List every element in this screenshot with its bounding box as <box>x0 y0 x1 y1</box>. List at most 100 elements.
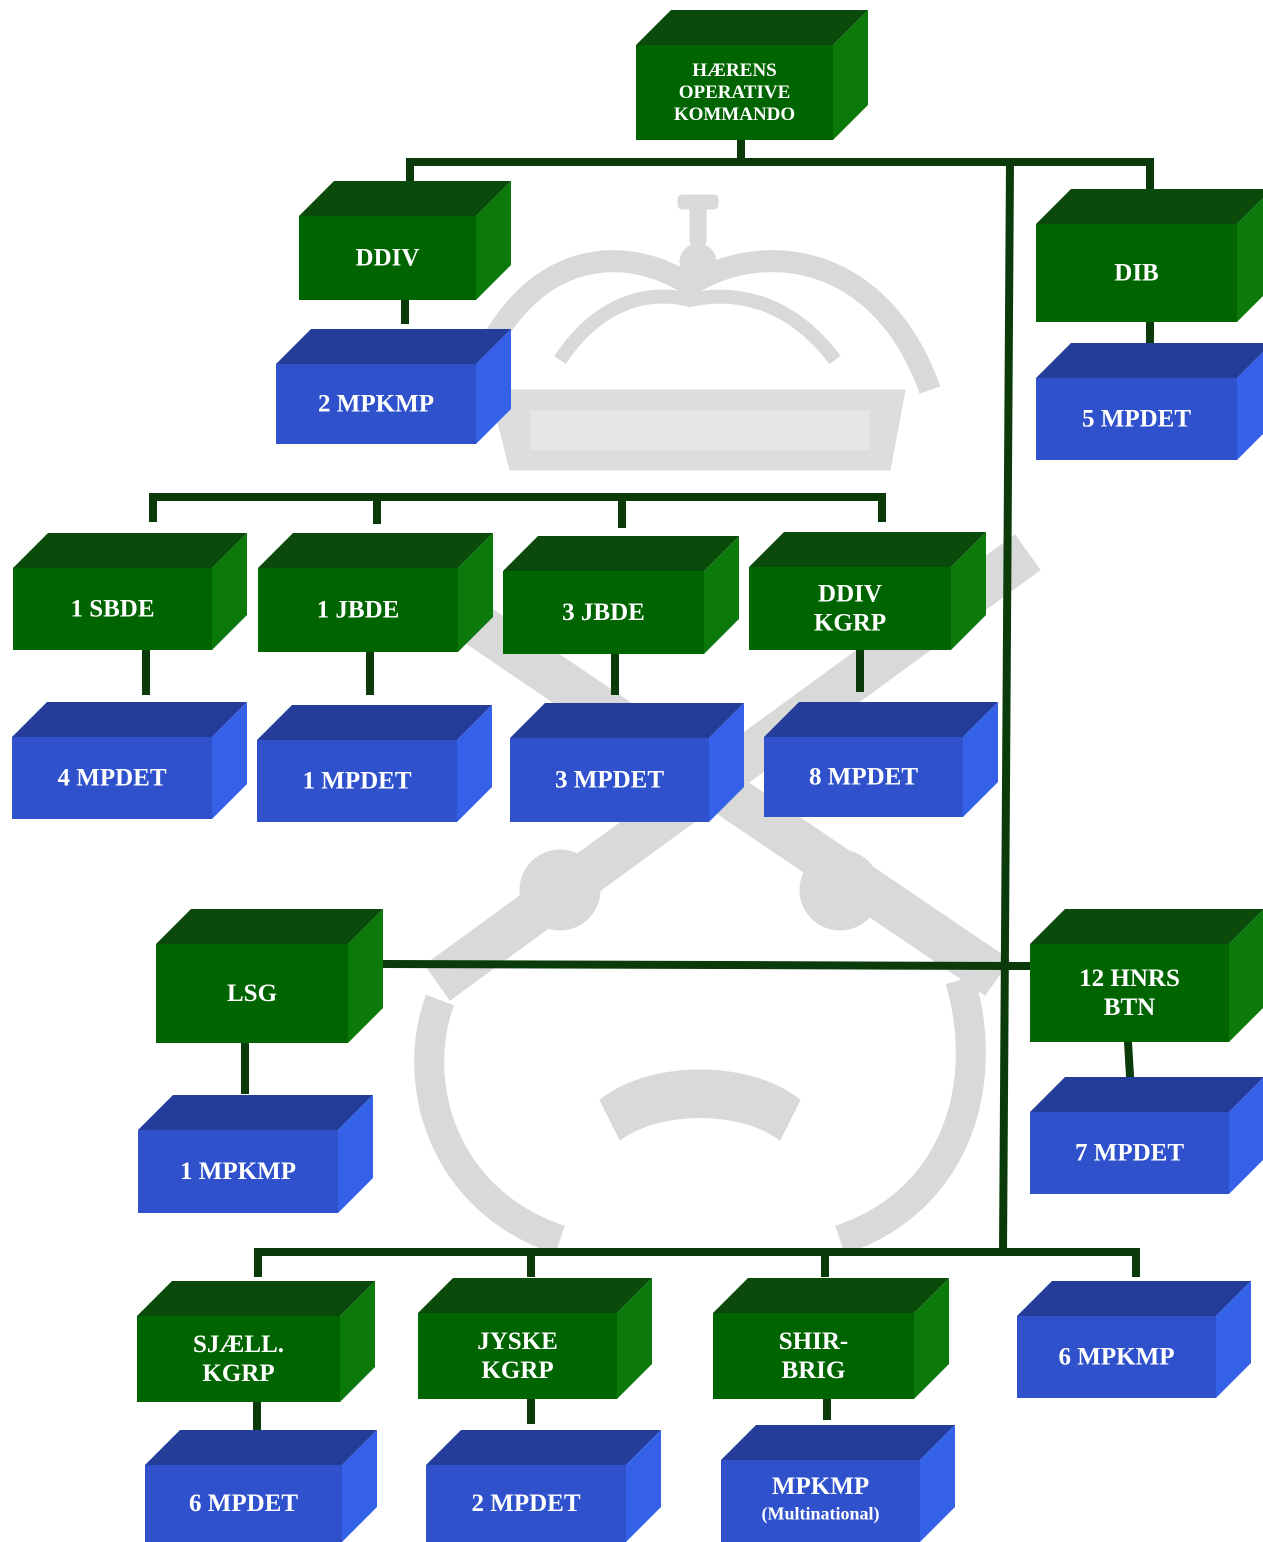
box-side-face <box>476 181 511 300</box>
unit-label-line: 6 MPDET <box>189 1490 298 1517</box>
box-front-face <box>145 1465 342 1542</box>
connector-lines <box>142 136 1154 1430</box>
box-front-face <box>258 568 458 652</box>
unit-label-line: SHIR- <box>779 1328 848 1355</box>
unit-label-line: KGRP <box>814 610 886 637</box>
box-side-face <box>951 532 986 650</box>
box-top-face <box>426 1430 661 1465</box>
unit-box-mp3det: 3 MPDET <box>510 703 744 822</box>
box-front-face <box>1017 1316 1216 1398</box>
unit-box-mp6det: 6 MPDET <box>145 1430 377 1542</box>
box-top-face <box>503 536 739 571</box>
unit-label-line: 1 SBDE <box>70 596 154 623</box>
box-top-face <box>1036 343 1263 378</box>
unit-box-lsg: LSG <box>156 909 383 1043</box>
box-front-face <box>137 1316 340 1402</box>
box-side-face <box>342 1430 377 1542</box>
box-top-face <box>636 10 868 45</box>
unit-box-mp1kmp: 1 MPKMP <box>138 1095 373 1213</box>
box-front-face <box>503 571 704 654</box>
box-top-face <box>13 533 247 568</box>
box-top-face <box>764 702 998 737</box>
unit-label-line: 2 MPDET <box>471 1490 580 1517</box>
box-front-face <box>1036 224 1237 322</box>
unit-label-line: OPERATIVE <box>679 82 791 103</box>
unit-box-mp4det: 4 MPDET <box>12 702 247 819</box>
unit-label-line: 2 MPKMP <box>318 391 434 418</box>
box-top-face <box>138 1095 373 1130</box>
box-side-face <box>1237 352 1263 460</box>
box-front-face <box>426 1465 626 1542</box>
unit-box-mp2kmp: 2 MPKMP <box>276 329 511 444</box>
unit-label-line: DDIV <box>818 581 882 608</box>
unit-box-dib: DIB <box>1036 189 1263 322</box>
unit-label-line: 12 HNRS <box>1079 965 1180 992</box>
box-front-face <box>510 738 709 822</box>
unit-box-mp8det: 8 MPDET <box>764 702 998 817</box>
unit-label-line: 8 MPDET <box>809 764 918 791</box>
box-side-face <box>212 533 247 650</box>
unit-label-line: MPKMP <box>772 1473 869 1500</box>
box-top-face <box>721 1425 955 1460</box>
box-top-face <box>510 703 744 738</box>
box-side-face <box>617 1278 652 1399</box>
box-front-face <box>299 216 476 300</box>
box-side-face <box>338 1095 373 1213</box>
unit-label-line: KGRP <box>202 1360 274 1387</box>
unit-label-line: 1 JBDE <box>317 597 400 624</box>
unit-label-line: BTN <box>1104 994 1155 1021</box>
unit-box-mp2det: 2 MPDET <box>426 1430 661 1542</box>
box-front-face <box>418 1313 617 1399</box>
box-side-face <box>704 536 739 654</box>
box-front-face <box>138 1130 338 1213</box>
unit-box-shirbrig: SHIR-BRIG <box>713 1278 949 1399</box>
unit-label-line: SJÆLL. <box>193 1331 284 1358</box>
box-side-face <box>1216 1281 1251 1398</box>
unit-label-line: 4 MPDET <box>57 765 166 792</box>
box-side-face <box>212 702 247 819</box>
box-side-face <box>1229 1078 1263 1194</box>
unit-label-line: 3 MPDET <box>555 767 664 794</box>
box-top-face <box>299 181 511 216</box>
unit-label-line: 5 MPDET <box>1082 406 1191 433</box>
connector-line <box>998 157 1015 1257</box>
box-top-face <box>1036 189 1263 224</box>
unit-box-ddiv: DDIV <box>299 181 511 300</box>
box-side-face <box>833 10 868 140</box>
unit-box-sjkgrp: SJÆLL.KGRP <box>137 1281 375 1402</box>
unit-label-line: BRIG <box>782 1357 846 1384</box>
box-top-face <box>156 909 383 944</box>
box-top-face <box>12 702 247 737</box>
unit-box-jbde1: 1 JBDE <box>258 533 493 652</box>
box-side-face <box>920 1425 955 1542</box>
box-side-face <box>340 1281 375 1402</box>
box-top-face <box>1017 1281 1251 1316</box>
box-top-face <box>258 533 493 568</box>
unit-box-mp5det: 5 MPDET <box>1036 343 1263 460</box>
box-front-face <box>257 740 457 822</box>
box-front-face <box>1036 378 1237 460</box>
box-front-face <box>636 45 833 140</box>
box-top-face <box>145 1430 377 1465</box>
unit-label-line: JYSKE <box>477 1328 558 1355</box>
unit-box-mp7det: 7 MPDET <box>1030 1077 1263 1194</box>
box-side-face <box>963 702 998 817</box>
unit-box-jbde3: 3 JBDE <box>503 536 739 654</box>
box-side-face <box>914 1278 949 1399</box>
box-front-face <box>764 737 963 817</box>
box-front-face <box>749 567 951 650</box>
unit-label-line: KGRP <box>481 1357 553 1384</box>
box-front-face <box>12 737 212 819</box>
box-top-face <box>137 1281 375 1316</box>
unit-label-line: 6 MPKMP <box>1059 1344 1175 1371</box>
unit-label-line: DDIV <box>356 245 420 272</box>
box-top-face <box>276 329 511 364</box>
unit-box-mp6kmp: 6 MPKMP <box>1017 1281 1251 1398</box>
box-side-face <box>626 1430 661 1542</box>
unit-label-line: 1 MPKMP <box>180 1158 296 1185</box>
box-front-face <box>713 1313 914 1399</box>
